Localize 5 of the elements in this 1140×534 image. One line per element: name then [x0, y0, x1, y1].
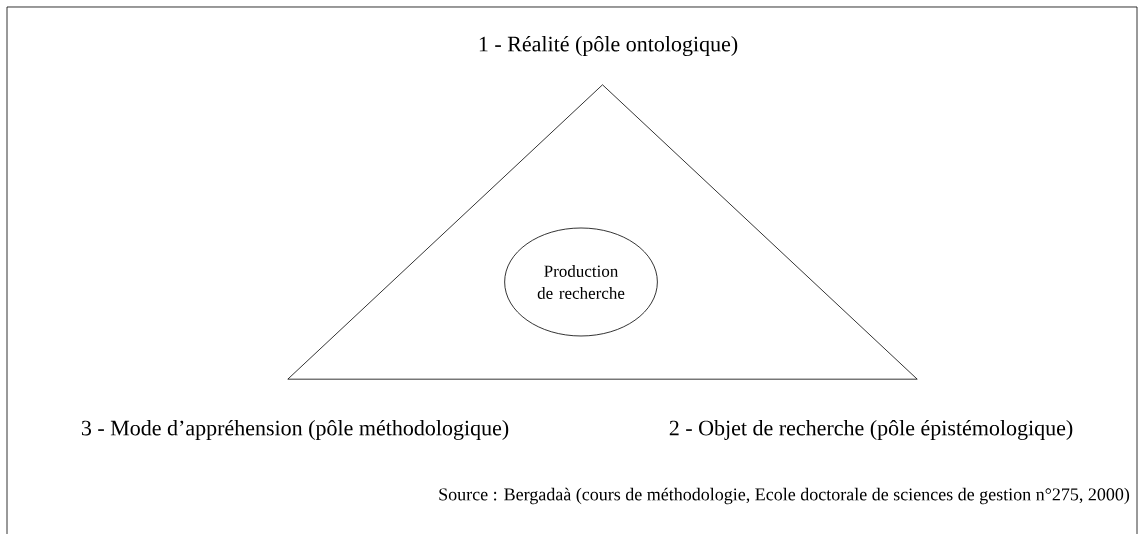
vertex-label: 2 - Objet de recherche (pôle épistémologique) [669, 419, 1073, 440]
vertex-label: 3 - Mode d’appréhension (pôle méthodologique) [81, 419, 509, 440]
vertex-label: 1 - Réalité (pôle ontologique) [479, 35, 738, 56]
source-note: Source : Bergadaà (cours de méthodologie, Ecole doctorale de sciences de gestion n°275, 2000) [439, 487, 1130, 505]
triangle [287, 84, 918, 380]
